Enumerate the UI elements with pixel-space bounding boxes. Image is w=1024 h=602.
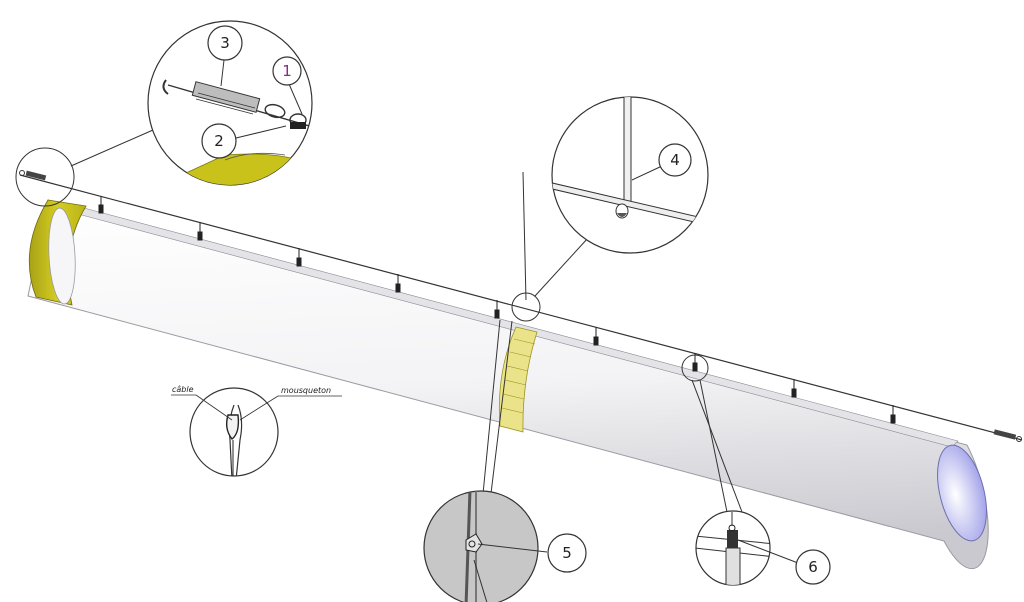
hangers xyxy=(98,196,896,424)
marker-middle-top xyxy=(511,292,541,322)
svg-text:5: 5 xyxy=(562,544,572,562)
detail-rope-clip: 5 xyxy=(423,490,587,602)
suspension-line xyxy=(522,171,527,301)
svg-text:3: 3 xyxy=(220,34,230,52)
callout-6: 6 xyxy=(795,549,831,585)
detail-rail-junction: 4 xyxy=(551,96,709,254)
right-turnbuckle xyxy=(993,429,1022,442)
label-carabiner: mousqueton xyxy=(281,386,331,395)
marker-left-end xyxy=(15,147,75,207)
detail-markers xyxy=(15,147,709,382)
callout-1: 1 xyxy=(272,56,302,86)
callout-2: 2 xyxy=(201,123,237,159)
label-cable: câble xyxy=(172,385,194,394)
callout-5: 5 xyxy=(547,533,587,573)
svg-text:2: 2 xyxy=(214,132,224,150)
svg-text:1: 1 xyxy=(282,62,292,80)
detail-hanger: 6 xyxy=(695,510,831,586)
svg-text:4: 4 xyxy=(670,151,680,169)
callout-4: 4 xyxy=(658,143,692,177)
marker-hanger xyxy=(681,354,709,382)
callout-3: 3 xyxy=(207,25,243,61)
tube xyxy=(27,199,989,570)
detail-turnbuckle: 3 1 2 xyxy=(147,20,313,186)
detail-cable-carabiner: câble mousqueton xyxy=(171,385,342,477)
cable xyxy=(19,170,1023,442)
left-turnbuckle xyxy=(19,170,47,181)
svg-text:6: 6 xyxy=(808,558,818,576)
